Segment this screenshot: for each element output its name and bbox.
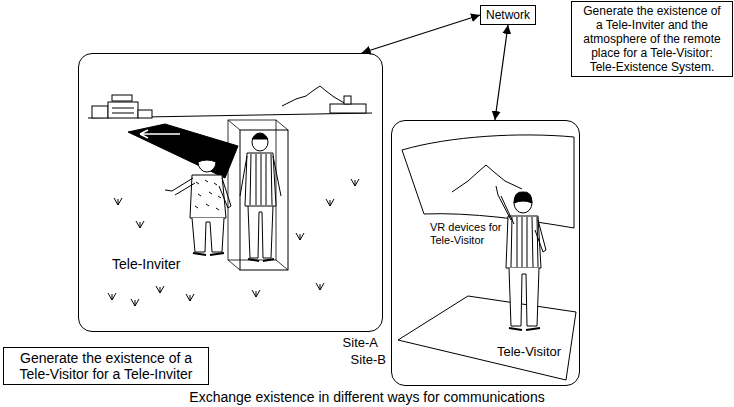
road-arrow [140,130,180,138]
plants [108,179,359,306]
box-text: Network [486,8,530,22]
box-text: Generate the existence of a Tele-Visitor… [16,350,196,382]
network-box: Network [480,5,536,25]
curved-screen [402,135,574,228]
building-sign [112,95,132,101]
site-a-scene [88,86,372,306]
site-label: Site-B [350,352,387,367]
site-label: Site-A [342,335,379,350]
visitor-avatar [228,120,288,270]
floor [398,296,576,380]
building-tower [344,96,351,104]
site-b-scene [398,135,576,380]
site-frame: VR devices for Tele-VisitorTele-VisitorS… [391,120,580,386]
note-box: Generate the existence of a Tele-Visitor… [3,347,209,385]
connector-arrow [495,25,508,120]
caption: Exchange existence in different ways for… [0,389,734,405]
tele-visitor-figure [496,186,546,330]
building [108,102,138,118]
site-label: Tele-Visitor [496,344,562,359]
screen-mountain [452,165,522,192]
note-box: Generate the existence of a Tele-Inviter… [571,1,733,77]
connector-arrow [362,15,480,53]
site-frame: Tele-InviterSite-A [78,53,383,332]
site-label: Tele-Inviter [111,256,181,272]
box-text: Generate the existence of a Tele-Inviter… [582,4,722,74]
tele-inviter-figure [165,151,231,255]
building [92,106,108,118]
site-label: VR devices for Tele-Visitor [429,221,506,247]
road [128,124,238,178]
building [138,110,152,118]
building-windows [112,108,134,113]
building [330,104,366,113]
mountain [282,86,346,106]
